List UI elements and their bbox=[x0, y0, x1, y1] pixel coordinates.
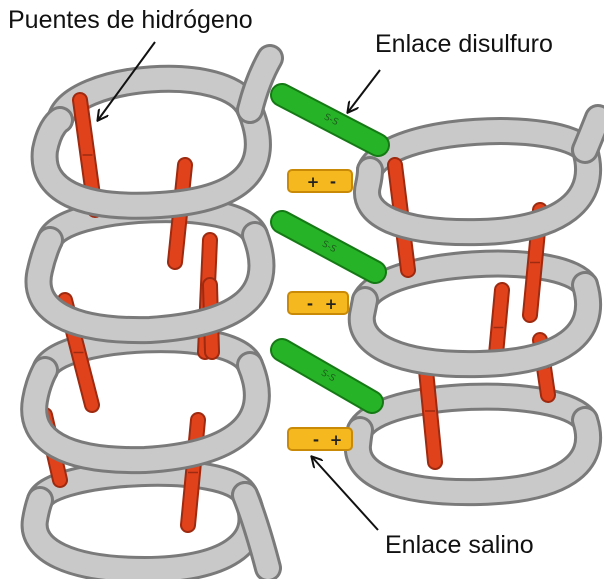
helix-front-segments bbox=[20, 44, 604, 579]
salt-bond-label-text: Enlace salino bbox=[385, 531, 534, 559]
salt-bridge: + - bbox=[287, 169, 353, 193]
left-helix-top-end bbox=[239, 47, 281, 121]
hydrogen-bonds-arrow bbox=[98, 41, 156, 120]
left-helix-front-turn bbox=[23, 354, 268, 472]
right-helix-front-turn bbox=[346, 409, 600, 504]
right-helix-back-turn bbox=[354, 252, 596, 311]
salt-bridge-right-charge: + bbox=[330, 431, 343, 449]
salt-bridge-right-charge: - bbox=[330, 173, 336, 191]
salt-bond-arrow bbox=[312, 457, 379, 531]
salt-bridge: - + bbox=[287, 291, 349, 315]
salt-bridges: + - - + - + bbox=[287, 169, 353, 451]
disulfide-bond: S-S bbox=[270, 338, 384, 414]
disulfide-bond-label-text: Enlace disulfuro bbox=[375, 30, 553, 58]
right-helix-back-turn bbox=[349, 385, 596, 441]
disulfide-bond: S-S bbox=[270, 83, 390, 157]
left-helix-back-turn bbox=[49, 67, 261, 131]
right-helix-front-turn bbox=[350, 274, 600, 376]
disulfide-bond: S-S bbox=[270, 210, 387, 284]
left-helix-front-turn bbox=[27, 224, 273, 342]
salt-bridge-right-charge: + bbox=[325, 295, 338, 313]
salt-bridge-left-charge: - bbox=[313, 431, 319, 449]
left-helix-bottom-end bbox=[234, 484, 279, 579]
salt-bridge-left-charge: - bbox=[307, 295, 313, 313]
salt-bridge-left-charge: + bbox=[307, 173, 320, 191]
left-helix-front-turn bbox=[33, 99, 269, 217]
disulfide-bond-arrow bbox=[348, 69, 381, 112]
disulfide-bonds: S-S S-S S-S bbox=[270, 83, 390, 414]
right-helix-top-end bbox=[574, 107, 604, 161]
left-helix-front-turn bbox=[23, 484, 263, 579]
salt-bridge: - + bbox=[287, 427, 353, 451]
hydrogen-bonds-label: Puentes de hidrógeno bbox=[8, 6, 253, 34]
right-helix-front-turn bbox=[356, 139, 600, 244]
